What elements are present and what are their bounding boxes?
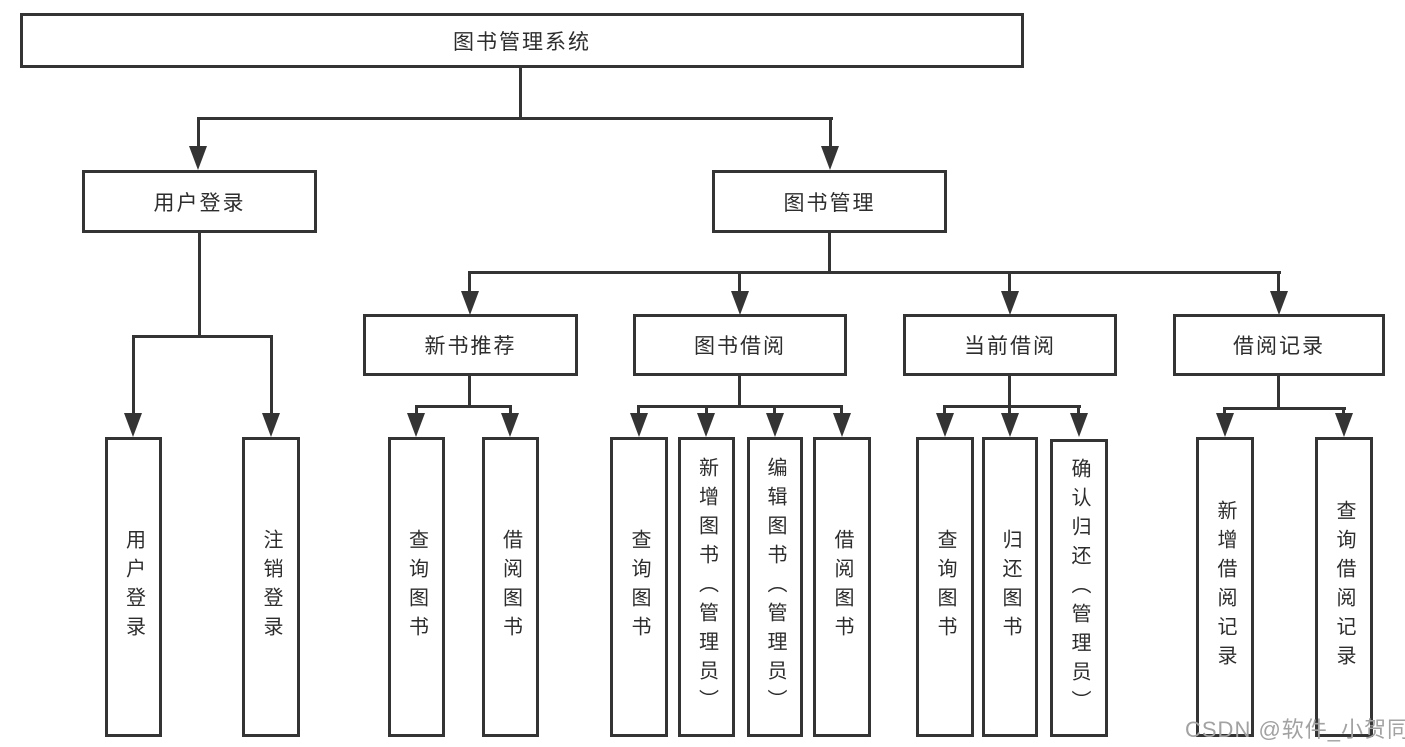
connector-book-borrowing-branch: [637, 405, 843, 408]
leaf-return-book: 归还图书: [982, 437, 1038, 737]
connector-stem: [1342, 407, 1345, 415]
connector-book-management-branch: [468, 271, 1281, 274]
connector-stem-book-borrowing: [738, 271, 741, 293]
leaf-label: 用户登录: [122, 529, 145, 645]
leaf-label: 查询借阅记录: [1333, 500, 1355, 674]
leaf-label: 归还图书: [999, 529, 1021, 645]
leaf-label: 查询图书: [628, 529, 650, 645]
connector-new-book-branch: [415, 405, 512, 408]
leaf-add-borrow-record: 新增借阅记录: [1196, 437, 1254, 737]
leaf-label: 借阅图书: [499, 529, 522, 645]
arrow-down-icon: [461, 291, 479, 315]
leaf-label: 借阅图书: [831, 529, 853, 645]
leaf-label: 编辑图书（管理员）: [764, 456, 786, 718]
leaf-query-books-current: 查询图书: [916, 437, 974, 737]
leaf-logout: 注销登录: [242, 437, 300, 737]
arrow-down-icon: [1001, 413, 1019, 437]
watermark: CSDN @软件_小贺同学: [1185, 717, 1405, 742]
leaf-query-books-recommend: 查询图书: [388, 437, 445, 737]
node-new-book-recommendation: 新书推荐: [363, 314, 578, 376]
leaf-label: 新增图书（管理员）: [695, 456, 718, 718]
arrow-down-icon: [189, 146, 207, 170]
node-book-management: 图书管理: [712, 170, 947, 233]
leaf-query-books-borrowing: 查询图书: [610, 437, 668, 737]
leaf-label: 查询图书: [934, 529, 956, 645]
arrow-down-icon: [936, 413, 954, 437]
connector-book-management-drop: [828, 233, 831, 273]
leaf-label: 确认归还（管理员）: [1068, 457, 1090, 719]
connector-book-borrowing-drop: [738, 376, 741, 407]
arrow-down-icon: [407, 413, 425, 437]
leaf-label: 查询图书: [405, 529, 428, 645]
node-borrowing-records: 借阅记录: [1173, 314, 1385, 376]
arrow-down-icon: [833, 413, 851, 437]
connector-stem: [773, 405, 776, 415]
arrow-down-icon: [1216, 413, 1234, 437]
leaf-add-book-admin: 新增图书（管理员）: [678, 437, 735, 737]
leaf-label: 新增借阅记录: [1214, 500, 1236, 674]
connector-stem-book-management: [829, 117, 832, 148]
leaf-confirm-return-admin: 确认归还（管理员）: [1050, 439, 1108, 737]
connector-current-borrowing-branch: [943, 405, 1081, 408]
connector-stem: [637, 405, 640, 415]
connector-stem: [705, 405, 708, 415]
leaf-borrow-books-recommend: 借阅图书: [482, 437, 539, 737]
connector-stem: [840, 405, 843, 415]
connector-borrowing-records-drop: [1277, 376, 1280, 409]
arrow-down-icon: [501, 413, 519, 437]
leaf-borrow-books-borrowing: 借阅图书: [813, 437, 871, 737]
node-current-borrowing: 当前借阅: [903, 314, 1117, 376]
connector-stem-leaf-logout: [270, 335, 273, 414]
connector-stem-leaf-user-login: [132, 335, 135, 414]
connector-stem-current-borrowing: [1008, 271, 1011, 293]
connector-stem: [1008, 405, 1011, 415]
arrow-down-icon: [124, 413, 142, 437]
connector-borrowing-records-branch: [1223, 407, 1346, 410]
connector-user-login-branch: [132, 335, 273, 338]
leaf-edit-book-admin: 编辑图书（管理员）: [747, 437, 803, 737]
node-user-login: 用户登录: [82, 170, 317, 233]
arrow-down-icon: [262, 413, 280, 437]
leaf-label: 注销登录: [260, 529, 282, 645]
connector-user-login-drop: [198, 233, 201, 337]
connector-stem: [1077, 405, 1080, 415]
connector-new-book-drop: [468, 376, 471, 407]
node-book-borrowing: 图书借阅: [633, 314, 847, 376]
arrow-down-icon: [630, 413, 648, 437]
arrow-down-icon: [1335, 413, 1353, 437]
connector-stem: [415, 405, 418, 415]
connector-stem-user-login: [197, 117, 200, 148]
leaf-user-login: 用户登录: [105, 437, 162, 737]
connector-root-branch: [197, 117, 833, 120]
connector-stem: [943, 405, 946, 415]
arrow-down-icon: [731, 291, 749, 315]
connector-stem-new-book: [468, 271, 471, 293]
arrow-down-icon: [1001, 291, 1019, 315]
arrow-down-icon: [697, 413, 715, 437]
connector-stem-borrowing-records: [1277, 271, 1280, 293]
connector-root-drop: [519, 67, 522, 119]
arrow-down-icon: [766, 413, 784, 437]
arrow-down-icon: [821, 146, 839, 170]
connector-stem: [1223, 407, 1226, 415]
connector-stem: [509, 405, 512, 415]
node-library-management-system: 图书管理系统: [20, 13, 1024, 68]
connector-current-borrowing-drop: [1008, 376, 1011, 407]
leaf-query-borrow-record: 查询借阅记录: [1315, 437, 1373, 737]
arrow-down-icon: [1270, 291, 1288, 315]
arrow-down-icon: [1070, 413, 1088, 437]
